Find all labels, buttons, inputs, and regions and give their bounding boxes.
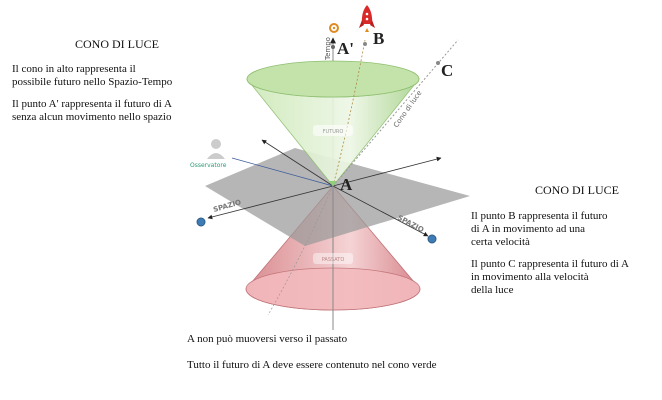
space-axis-left bbox=[207, 185, 334, 220]
space-axis-right bbox=[332, 185, 429, 237]
target-icon bbox=[329, 23, 339, 33]
right-para2-line2: in movimento alla velocità bbox=[471, 271, 589, 283]
past-label: PASSATO bbox=[322, 257, 345, 263]
globe-icon-left bbox=[196, 217, 206, 227]
time-axis-label: Tempo bbox=[324, 37, 332, 61]
right-para2-line1: Il punto C rappresenta il futuro di A bbox=[471, 258, 629, 270]
past-dotted-line bbox=[267, 185, 334, 316]
right-para1-line2: di A in movimento ad una bbox=[471, 223, 585, 235]
point-a-marker bbox=[329, 181, 337, 186]
bottom-line-1: A non può muoversi verso il passato bbox=[187, 333, 348, 345]
axis-upper-right bbox=[332, 156, 442, 187]
space-right-label: SPAZIO bbox=[396, 214, 425, 235]
worldline-b bbox=[332, 39, 366, 187]
space-plane bbox=[205, 148, 470, 246]
future-label: FUTURO bbox=[323, 129, 344, 135]
observer-label: Osservatore bbox=[190, 162, 227, 169]
point-b-marker bbox=[363, 42, 367, 46]
left-para2-line1: Il punto A' rappresenta il futuro di A bbox=[12, 98, 172, 110]
point-a-prime-label: A' bbox=[337, 39, 354, 58]
space-left-label: SPAZIO bbox=[212, 198, 242, 214]
left-para1-line2: possibile futuro nello Spazio-Tempo bbox=[12, 76, 173, 88]
rocket-icon bbox=[359, 5, 375, 32]
point-c-label: C bbox=[441, 61, 453, 80]
right-description: Il punto B rappresenta il futuro di A in… bbox=[471, 210, 629, 297]
bottom-line-2: Tutto il futuro di A deve essere contenu… bbox=[187, 359, 437, 371]
left-description: Il cono in alto rappresenta il possibile… bbox=[12, 63, 172, 124]
point-a-label: A bbox=[340, 175, 353, 194]
globe-icon-right bbox=[427, 234, 437, 244]
left-para2-line2: senza alcun movimento nello spazio bbox=[12, 111, 172, 123]
right-para1-line1: Il punto B rappresenta il futuro bbox=[471, 210, 608, 222]
left-title: CONO DI LUCE bbox=[75, 37, 159, 51]
axis-upper-left bbox=[261, 139, 334, 187]
left-para1-line1: Il cono in alto rappresenta il bbox=[12, 63, 136, 75]
observer-icon bbox=[207, 139, 225, 159]
point-c-marker bbox=[436, 61, 440, 65]
observer-line bbox=[231, 157, 334, 187]
right-para2-line3: della luce bbox=[471, 284, 514, 296]
right-para1-line3: certa velocità bbox=[471, 236, 530, 248]
point-b-label: B bbox=[373, 29, 384, 48]
right-title: CONO DI LUCE bbox=[535, 183, 619, 197]
point-a-prime-marker bbox=[331, 45, 335, 49]
